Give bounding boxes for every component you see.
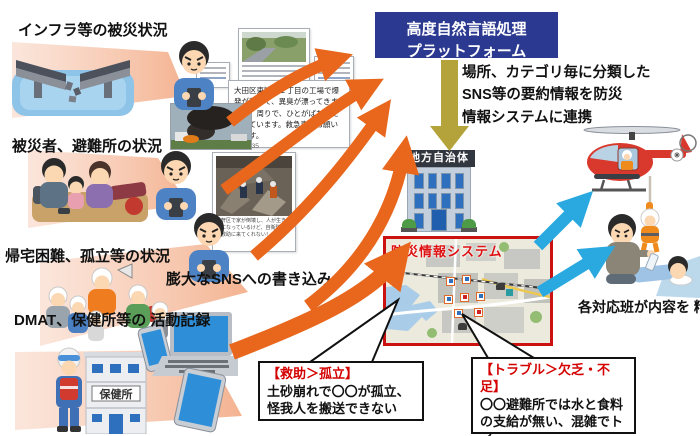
sns-user-illustration <box>174 41 214 110</box>
callout-header: 【救助＞孤立】 <box>267 366 359 381</box>
nlp-platform-label: 高度自然言語処理 プラットフォーム <box>406 21 527 60</box>
municipal-building-facade <box>407 167 471 232</box>
collapsed-house-photo <box>216 156 292 216</box>
evacuee-family-illustration <box>32 158 148 222</box>
municipal-building: 地方自治体 <box>401 150 477 232</box>
summary-link-note: 場所、カテゴリ毎に分類した SNS等の要約情報を防災 情報システムに連携 <box>462 65 651 126</box>
map-marker <box>476 292 485 301</box>
disaster-info-system-map: 防災情報システム <box>383 236 553 346</box>
map-marker <box>460 293 469 302</box>
callout-header: 【トラブル＞欠乏・不足】 <box>480 362 611 394</box>
municipal-building-sign: 地方自治体 <box>403 150 475 167</box>
building-door <box>431 209 447 231</box>
callout-body: 土砂崩れで〇〇が孤立、 怪我人を搬送できない <box>267 383 410 417</box>
map-marker <box>444 295 453 304</box>
health-center-sign: 保健所 <box>99 387 133 401</box>
map-marker <box>446 277 455 286</box>
map-marker <box>474 308 483 317</box>
infra-status-label: インフラ等の被災状況 <box>18 22 168 39</box>
map-marker <box>454 309 463 318</box>
map-title: 防災情報システム <box>391 244 503 259</box>
dmat-records-label: DMAT、保健所等の 活動記録 <box>14 312 211 329</box>
broken-bridge-illustration <box>12 60 134 116</box>
bush-planter <box>461 219 477 232</box>
sns-volume-note: 膨大なSNSへの書き込み <box>166 271 332 288</box>
tablet-icon <box>173 367 227 433</box>
callout-body: 〇〇避難所では水と食料 の支給が無い、混雑でトイ レを使用できない <box>480 396 624 436</box>
first-aid-scene-illustration <box>606 214 700 298</box>
response-note: 各対応班が内容を 精査し、緊急性に応 じて対応を実施 <box>578 299 700 315</box>
victims-status-label: 被災者、避難所の状況 <box>12 138 163 155</box>
street-photo <box>242 32 306 62</box>
map-marker <box>462 275 471 284</box>
nlp-platform-box: 高度自然言語処理 プラットフォーム <box>375 12 558 60</box>
rescue-helicopter-illustration <box>583 126 697 192</box>
map-marker-teal <box>506 289 513 296</box>
stranded-status-label: 帰宅困難、孤立等の状況 <box>5 248 171 265</box>
map-marker-dark <box>496 283 505 290</box>
trouble-shortage-callout: 【トラブル＞欠乏・不足】 〇〇避難所では水と食料 の支給が無い、混雑でトイ レを… <box>471 357 636 436</box>
rescue-isolation-callout: 【救助＞孤立】 土砂崩れで〇〇が孤立、 怪我人を搬送できない <box>258 361 424 421</box>
map-marker-dark <box>458 323 467 330</box>
bush-planter <box>401 219 417 232</box>
